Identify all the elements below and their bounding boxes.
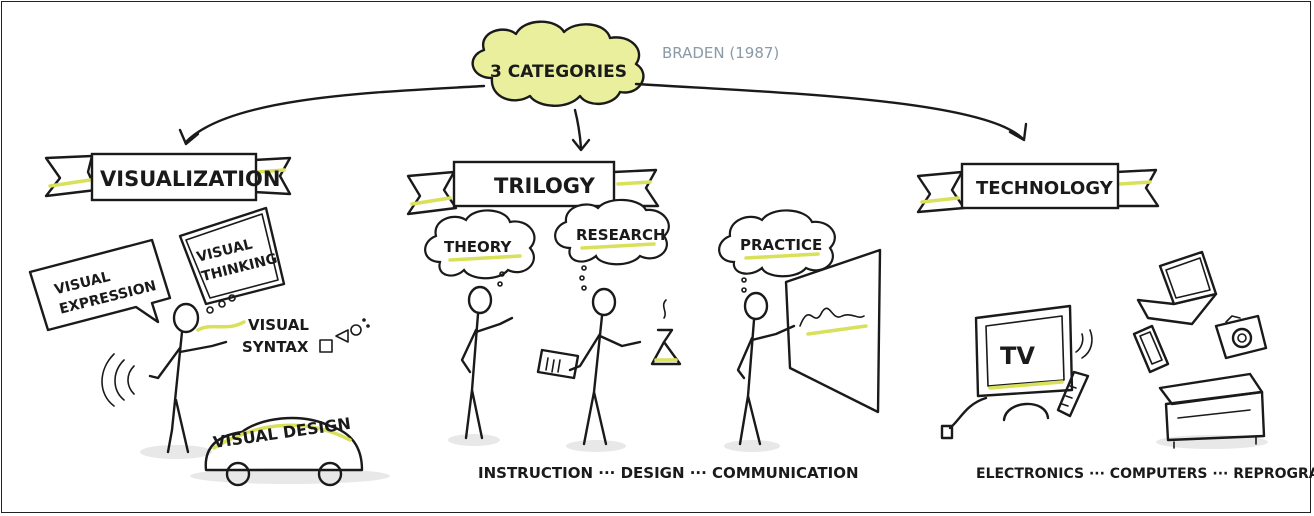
theory-person (448, 285, 514, 446)
camera-icon (1214, 314, 1268, 360)
visualization-title: VISUALIZATION (100, 167, 280, 191)
book-icon (536, 348, 580, 380)
visualization-person (101, 302, 246, 459)
triangle-shape-icon (335, 329, 349, 343)
trilogy-title: TRILOGY (494, 174, 596, 198)
center-title: 3 CATEGORIES (490, 62, 627, 82)
technology-footer: ELECTRONICS ··· COMPUTERS ··· REPROGRAPH… (976, 466, 1314, 482)
visual-syntax-line2: SYNTAX (242, 338, 309, 356)
center-cloud: 3 CATEGORIES (471, 20, 645, 107)
technology-banner: TECHNOLOGY (916, 162, 1160, 214)
technology-title: TECHNOLOGY (976, 178, 1114, 199)
research-label: RESEARCH (576, 226, 666, 244)
remote-control-icon (1056, 370, 1090, 418)
visualization-banner: VISUALIZATION (44, 152, 292, 202)
flask-icon (650, 328, 682, 366)
visual-syntax-line1: VISUAL (248, 316, 309, 334)
theory-cloud: THEORY (424, 209, 536, 287)
trilogy-banner: TRILOGY (406, 160, 660, 216)
trilogy-footer: INSTRUCTION ··· DESIGN ··· COMMUNICATION (478, 464, 859, 482)
research-person (536, 287, 682, 452)
tv-icon: TV (940, 304, 1093, 440)
laptop-icon (1136, 250, 1218, 326)
citation-label: BRADEN (1987) (662, 44, 779, 62)
theory-label: THEORY (444, 238, 513, 256)
visual-design-car: VISUAL DESIGN (190, 414, 390, 487)
power-plug-icon (940, 424, 954, 440)
circle-shape-icon (350, 324, 362, 336)
practice-label: PRACTICE (740, 236, 822, 254)
printer-copier-icon (1156, 372, 1268, 449)
practice-person (724, 248, 882, 452)
square-shape-icon (319, 339, 333, 353)
tablet-icon (1132, 324, 1170, 374)
connector-arrows (178, 82, 1028, 152)
visual-expression-bubble: VISUAL EXPRESSION (28, 238, 172, 332)
tv-label: TV (1000, 342, 1035, 370)
research-cloud: RESEARCH (554, 198, 670, 291)
visual-syntax-label: VISUAL SYNTAX (242, 316, 370, 356)
board-icon (784, 248, 882, 414)
visual-thinking-frame: VISUAL THINKING (178, 206, 286, 314)
practice-cloud: PRACTICE (718, 209, 836, 293)
